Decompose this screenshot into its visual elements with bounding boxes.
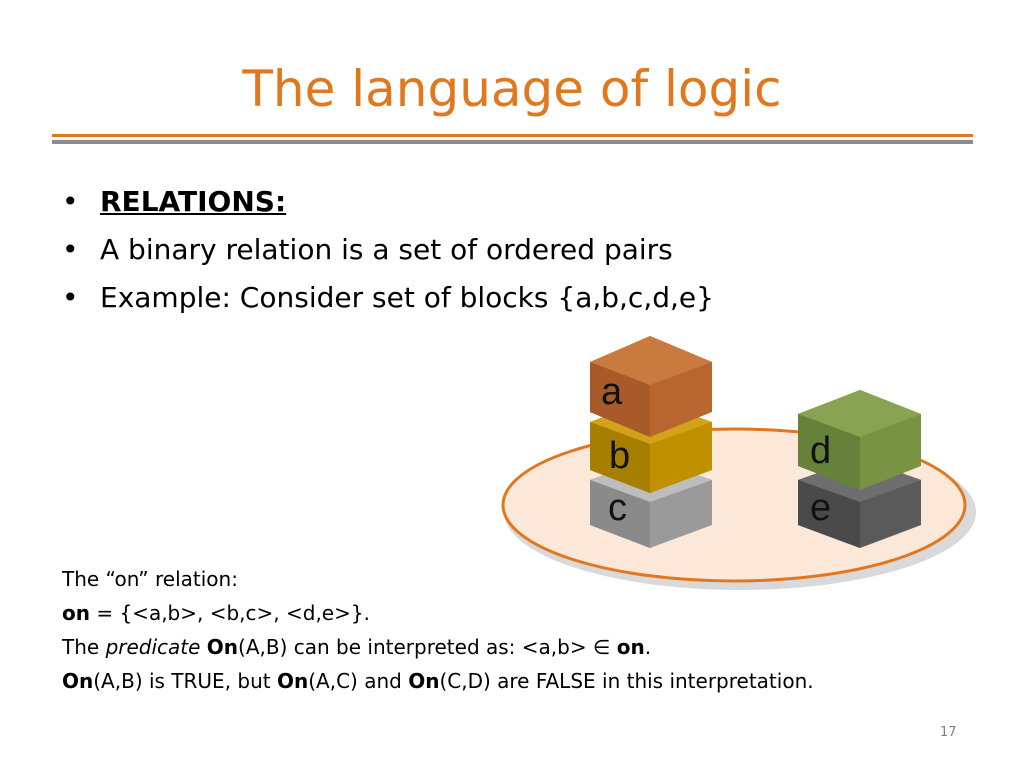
binary-relation-text: A binary relation is a set of ordered pa… — [100, 233, 673, 266]
page-number: 17 — [940, 725, 957, 740]
truth-line-part: (A,C) and — [308, 669, 409, 693]
block-e-label: e — [810, 487, 831, 529]
block-c-label: c — [608, 487, 627, 529]
on-bold: on — [62, 601, 90, 625]
truth-line-part: (A,B) is TRUE, but — [93, 669, 277, 693]
title-underline-gray — [52, 140, 973, 144]
bullet-dot: • — [62, 185, 79, 218]
predicate-line-part: The — [62, 635, 106, 659]
bullet-example: • Example: Consider set of blocks {a,b,c,… — [62, 274, 714, 322]
relations-heading: RELATIONS: — [100, 185, 287, 218]
On-bold: On — [62, 669, 94, 693]
title-underline-orange — [52, 134, 973, 137]
predicate-italic: predicate — [105, 635, 201, 659]
block-b-label: b — [609, 435, 630, 477]
truth-line: On(A,B) is TRUE, but On(A,C) and On(C,D)… — [62, 664, 814, 698]
bullet-list: • RELATIONS: • A binary relation is a set … — [62, 178, 714, 322]
body-text: The “on” relation: on = {<a,b>, <b,c>, <… — [62, 562, 814, 698]
block-d-label: d — [810, 430, 831, 472]
On-bold: On — [276, 669, 309, 693]
example-text: Example: Consider set of blocks {a,b,c,d… — [100, 281, 714, 314]
on-set-text: = {<a,b>, <b,c>, <d,e>}. — [89, 601, 370, 625]
on-relation-definition: on = {<a,b>, <b,c>, <d,e>}. — [62, 596, 814, 630]
block-a-label: a — [601, 371, 623, 413]
on-bold: on — [616, 635, 645, 659]
bullet-relations: • RELATIONS: — [62, 178, 714, 226]
On-bold: On — [408, 669, 440, 693]
truth-line-part: (C,D) are FALSE in this interpretation. — [439, 669, 814, 693]
bullet-dot: • — [62, 281, 79, 314]
predicate-line-part: (A,B) can be interpreted as: <a,b> ∈ — [238, 635, 617, 659]
bullet-dot: • — [62, 233, 79, 266]
On-bold: On — [206, 635, 239, 659]
slide-title: The language of logic — [242, 60, 782, 118]
block-a: a — [590, 336, 712, 437]
bullet-binary-relation: • A binary relation is a set of ordered p… — [62, 226, 714, 274]
on-relation-caption: The “on” relation: — [62, 567, 238, 591]
block-d: d — [798, 390, 921, 490]
predicate-line: The predicate On(A,B) can be interpreted… — [62, 630, 814, 664]
predicate-line-part: . — [644, 635, 652, 659]
